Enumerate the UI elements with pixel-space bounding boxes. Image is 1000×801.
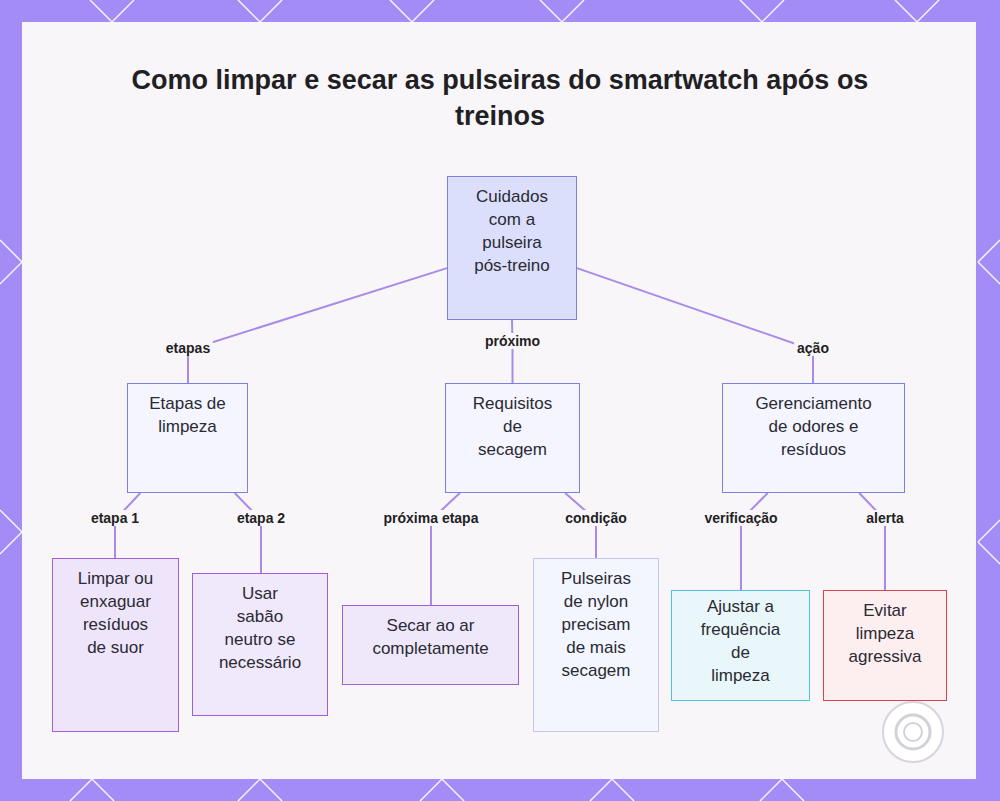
edge-label: ação xyxy=(794,340,832,356)
edge-label: condição xyxy=(562,510,629,526)
node-text: Cuidados com a pulseira pós-treino xyxy=(473,185,551,277)
node-text: Evitar limpeza agressiva xyxy=(839,599,931,668)
edge-label: próximo xyxy=(482,333,543,349)
check-box: Ajustar a frequência de limpeza xyxy=(671,590,810,701)
connector-line xyxy=(235,493,261,573)
edge-label: verificação xyxy=(701,510,780,526)
edge-label: etapa 2 xyxy=(234,510,288,526)
step-box: Limpar ou enxaguar resíduos de suor xyxy=(52,558,179,732)
node-text: Etapas de limpeza xyxy=(142,392,234,438)
root-box: Cuidados com a pulseira pós-treino xyxy=(447,176,577,320)
edge-label: etapas xyxy=(163,340,213,356)
step-box: Usar sabão neutro se necessário xyxy=(192,573,328,716)
node-text: Ajustar a frequência de limpeza xyxy=(700,595,782,687)
category-box: Requisitos de secagem xyxy=(445,383,580,493)
category-box: Etapas de limpeza xyxy=(127,383,248,493)
edge-label: próxima etapa xyxy=(381,510,482,526)
connector-line xyxy=(577,268,813,383)
node-text: Gerenciamento de odores e resíduos xyxy=(747,392,881,461)
connector-line xyxy=(741,493,768,590)
node-text: Usar sabão neutro se necessário xyxy=(217,582,303,674)
connector-line xyxy=(188,268,447,383)
edge-label: alerta xyxy=(863,510,906,526)
category-box: Gerenciamento de odores e resíduos xyxy=(722,383,905,493)
step-box: Secar ao ar completamente xyxy=(342,605,519,685)
alert-box: Evitar limpeza agressiva xyxy=(823,590,947,701)
diagram-title: Como limpar e secar as pulseiras do smar… xyxy=(100,62,900,134)
connector-line xyxy=(859,493,885,590)
node-text: Pulseiras de nylon precisam de mais seca… xyxy=(555,567,637,682)
node-text: Requisitos de secagem xyxy=(470,392,556,461)
edge-label: etapa 1 xyxy=(88,510,142,526)
node-text: Limpar ou enxaguar resíduos de suor xyxy=(74,567,158,659)
node-text: Secar ao ar completamente xyxy=(361,614,501,660)
connector-line xyxy=(511,320,514,383)
condition-box: Pulseiras de nylon precisam de mais seca… xyxy=(533,558,659,732)
